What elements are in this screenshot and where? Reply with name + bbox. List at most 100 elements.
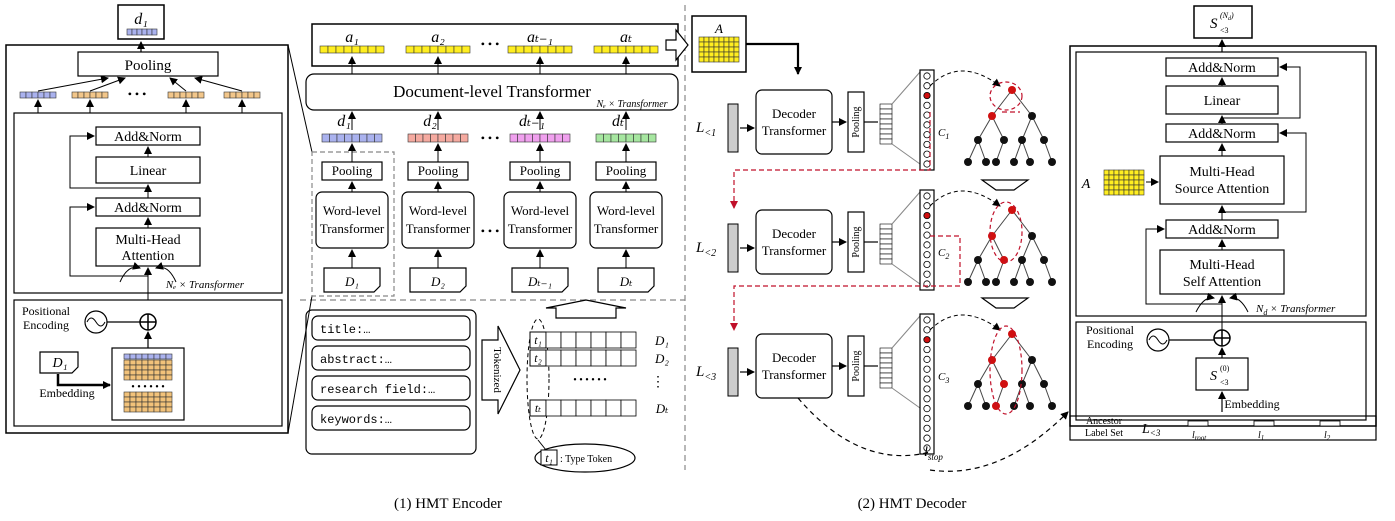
- tokenized-label: Tokenized: [491, 347, 503, 393]
- encoder-addnorm-top: Add&Norm: [114, 130, 182, 145]
- svg-text:<3: <3: [1220, 378, 1229, 387]
- row-doc-2: D₂: [654, 351, 669, 366]
- token-row-3: tₜ Dₜ: [529, 399, 669, 417]
- doc-transformer-label: Document-level Transformer: [393, 82, 591, 101]
- decoder-pooling: Pooling: [851, 226, 862, 257]
- encoder-doc-icon: [39, 351, 79, 374]
- d-label-1: d₁: [337, 113, 351, 130]
- dec-nd-transformer: Nd × Transformer: [1255, 303, 1336, 317]
- dec-mhsa-1: Multi-Head: [1189, 165, 1254, 180]
- encoder-addnorm-bottom: Add&Norm: [114, 201, 182, 216]
- dec-mhself-1: Multi-Head: [1189, 258, 1254, 273]
- word-pooling-label: Pooling: [418, 163, 459, 178]
- word-level-line1: Word-level: [511, 203, 570, 218]
- decoder-line1: Decoder: [772, 350, 817, 365]
- encoder-doc-label: D₁: [52, 356, 68, 371]
- word-level-line2: Transformer: [406, 221, 471, 236]
- output-s: S: [1210, 16, 1218, 32]
- encoder-positional-line2: Encoding: [23, 318, 69, 332]
- a-dots: • • •: [481, 37, 500, 51]
- ancestor-label-2: l1: [1253, 420, 1275, 442]
- d-label-4: dₜ: [612, 113, 624, 130]
- encoder-mha-line2: Attention: [122, 249, 175, 264]
- row-doc-1: D₁: [654, 333, 669, 348]
- word-level-line1: Word-level: [597, 203, 656, 218]
- doc-name-3: Dₜ₋₁: [527, 274, 552, 289]
- caption-encoder: (1) HMT Encoder: [394, 496, 502, 512]
- decoder-line2: Transformer: [762, 243, 827, 258]
- svg-text:(Nd): (Nd): [1220, 11, 1234, 22]
- a-label-t1: aₜ₋₁: [527, 29, 553, 46]
- word-level-line1: Word-level: [323, 203, 382, 218]
- decoder-outer-box: [1069, 45, 1377, 427]
- a-label-2: a₂: [431, 29, 445, 46]
- L-label-3: L<3: [695, 364, 716, 383]
- word-level-line2: Transformer: [594, 221, 659, 236]
- token-t-3: tₜ: [535, 401, 541, 415]
- dec-positional-2: Encoding: [1087, 337, 1133, 351]
- output-sub: <3: [1220, 26, 1229, 35]
- decoder-line2: Transformer: [762, 367, 827, 382]
- svg-text:l1: l1: [1258, 430, 1264, 442]
- encoder-detail: d₁ Pooling • • • Add&Norm Linear: [5, 4, 313, 434]
- word-pooling-label: Pooling: [520, 163, 561, 178]
- decoder-detail: S (Nd) <3 Add&Norm Linear Add&Norm Multi…: [1069, 5, 1377, 442]
- token-vdots: ⋮: [651, 375, 665, 390]
- svg-text:(0): (0): [1220, 364, 1230, 373]
- svg-text:• • • • • •: • • • • • •: [131, 382, 165, 393]
- encoder-d1-vector: [126, 28, 158, 36]
- tokenized-arrow: [481, 325, 521, 415]
- type-token-t: t₁: [545, 451, 553, 465]
- encoder-embedding-label: Embedding: [39, 386, 94, 400]
- dec-linear: Linear: [1204, 94, 1241, 109]
- L-label-2: L<2: [695, 240, 716, 259]
- row-doc-3: Dₜ: [655, 401, 669, 416]
- encoder-outer-box: [5, 44, 289, 434]
- ancestor-label-1: lroot: [1187, 420, 1209, 442]
- type-token-label: : Type Token: [560, 454, 612, 465]
- svg-text:l2: l2: [1324, 430, 1331, 442]
- ancestor-1: Ancestor: [1086, 416, 1123, 427]
- C-label-3: C3: [938, 371, 949, 385]
- encoder-vectors-row: • • •: [19, 87, 261, 101]
- dec-addnorm-1: Add&Norm: [1188, 61, 1256, 76]
- token-row-1: t₁ D₁: [529, 331, 669, 349]
- word-pooling-label: Pooling: [332, 163, 373, 178]
- decoder-block: [1075, 51, 1367, 317]
- svg-text:L<3: L<3: [1141, 422, 1161, 438]
- decoder-line1: Decoder: [772, 226, 817, 241]
- doc-name-4: Dₜ: [619, 274, 633, 289]
- doc-name-2: D₂: [430, 274, 445, 289]
- encoder-mha-line1: Multi-Head: [115, 233, 180, 248]
- dec-addnorm-2: Add&Norm: [1188, 127, 1256, 142]
- token-t-1: t₁: [534, 333, 542, 347]
- word-level-line2: Transformer: [508, 221, 573, 236]
- d-dots: • • •: [481, 131, 500, 145]
- decoder-pooling: Pooling: [851, 350, 862, 381]
- decoder-line2: Transformer: [762, 123, 827, 138]
- word-level-line2: Transformer: [320, 221, 385, 236]
- dec-A-label: A: [1081, 177, 1091, 192]
- L-label-1: L<1: [695, 120, 716, 139]
- up-arrow: [545, 299, 627, 319]
- encoder-vector-dots: • • •: [128, 87, 147, 101]
- a-label-1: a₁: [345, 29, 359, 46]
- encoder-linear: Linear: [130, 164, 167, 179]
- dec-embedding: Embedding: [1224, 397, 1279, 411]
- encoder-d1-label: d₁: [134, 11, 148, 28]
- decoder-line1: Decoder: [772, 106, 817, 121]
- token-hdots: • • • • • •: [573, 375, 607, 386]
- field-research: research field:…: [320, 383, 435, 397]
- encoder-input-block: [13, 299, 283, 427]
- dec-addnorm-3: Add&Norm: [1188, 223, 1256, 238]
- dec-mhself-2: Self Attention: [1183, 275, 1261, 290]
- dec-s0: S: [1210, 369, 1217, 384]
